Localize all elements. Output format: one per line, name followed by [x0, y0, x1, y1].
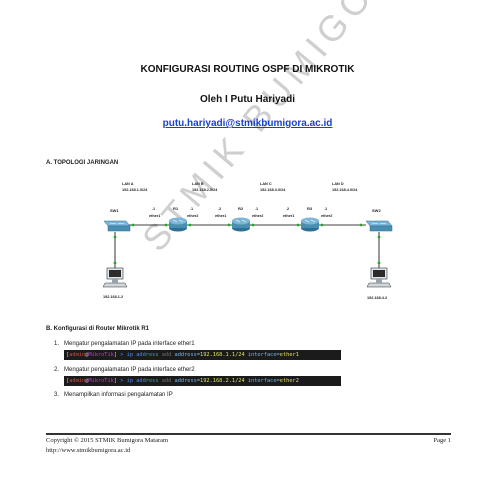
- r3-ether2-ip: .1: [324, 207, 327, 211]
- lan-d-name: LAN D: [332, 182, 344, 186]
- lan-b-name: LAN B: [192, 182, 204, 186]
- section-b-heading: B. Konfigurasi di Router Mikrotik R1: [46, 326, 150, 332]
- r3-label: R3: [307, 206, 313, 211]
- r2-label: R2: [238, 206, 244, 211]
- step-1: 1. Mengatur pengalamatan IP pada interfac…: [54, 341, 195, 347]
- switch-icon[interactable]: [103, 220, 131, 232]
- r2-ether2-ip: .1: [255, 207, 258, 211]
- r1-ether1-label: ether1: [149, 214, 160, 218]
- sw2-label: SW2: [372, 208, 381, 213]
- lan-b-network: 192.168.2.0/24: [192, 188, 218, 192]
- r1-label: R1: [173, 206, 179, 211]
- lan-a-network: 192.168.1.0/24: [122, 188, 148, 192]
- lan-d-network: 192.168.4.0/24: [332, 188, 358, 192]
- pc1-ip-label: 192.168.1.2: [103, 295, 123, 299]
- lan-c-name: LAN C: [260, 182, 272, 186]
- r3-ether2-label: ether2: [321, 214, 332, 218]
- router-icon[interactable]: [301, 217, 319, 232]
- page-number: Page 1: [433, 437, 451, 444]
- lan-a-name: LAN A: [122, 182, 134, 186]
- pc2-ip-label: 192.168.4.2: [367, 296, 387, 300]
- step-text: Menampilkan informasi pengalamatan IP: [64, 392, 173, 398]
- switch-icon[interactable]: [365, 220, 393, 232]
- router-icon[interactable]: [169, 217, 187, 232]
- r3-ether1-label: ether1: [283, 214, 294, 218]
- router-icon[interactable]: [232, 217, 250, 232]
- r1-ether2-label: ether2: [187, 214, 198, 218]
- terminal-command-2: [admin@MikroTik] > ip address add addres…: [64, 376, 341, 386]
- document-title: KONFIGURASI ROUTING OSPF DI MIKROTIK: [140, 64, 355, 75]
- link-indicators: [113, 223, 381, 265]
- section-a-heading: A. TOPOLOGI JARINGAN: [46, 160, 119, 166]
- step-2: 2. Mengatur pengalamatan IP pada interfac…: [54, 367, 195, 373]
- document-author: Oleh I Putu Hariyadi: [199, 94, 296, 105]
- sw1-label: SW1: [110, 208, 119, 213]
- step-text: Mengatur pengalamatan IP pada interface …: [64, 367, 195, 373]
- computer-icon[interactable]: [102, 267, 128, 288]
- footer-divider: [46, 433, 451, 435]
- r2-ether1-ip: .2: [218, 207, 221, 211]
- step-number: 3.: [54, 392, 60, 398]
- step-number: 1.: [54, 341, 60, 347]
- r3-ether1-ip: .2: [286, 207, 289, 211]
- footer-url-link[interactable]: http://www.stmikbumigora.ac.id: [46, 447, 131, 454]
- step-number: 2.: [54, 367, 60, 373]
- r2-ether2-label: ether2: [252, 214, 263, 218]
- r2-ether1-label: ether1: [215, 214, 226, 218]
- computer-icon[interactable]: [366, 267, 392, 288]
- r1-ether1-ip: .1: [152, 207, 155, 211]
- author-email-link[interactable]: putu.hariyadi@stmikbumigora.ac.id: [162, 118, 333, 129]
- r1-ether2-ip: .1: [190, 207, 193, 211]
- footer-copyright: Copyright © 2015 STMIK Bumigora Mataram: [46, 437, 169, 444]
- terminal-command-1: [admin@MikroTik] > ip address add addres…: [64, 350, 341, 360]
- step-text: Mengatur pengalamatan IP pada interface …: [64, 341, 195, 347]
- step-3: 3. Menampilkan informasi pengalamatan IP: [54, 392, 173, 398]
- lan-c-network: 192.168.3.0/24: [260, 188, 286, 192]
- network-cables: [114, 224, 380, 268]
